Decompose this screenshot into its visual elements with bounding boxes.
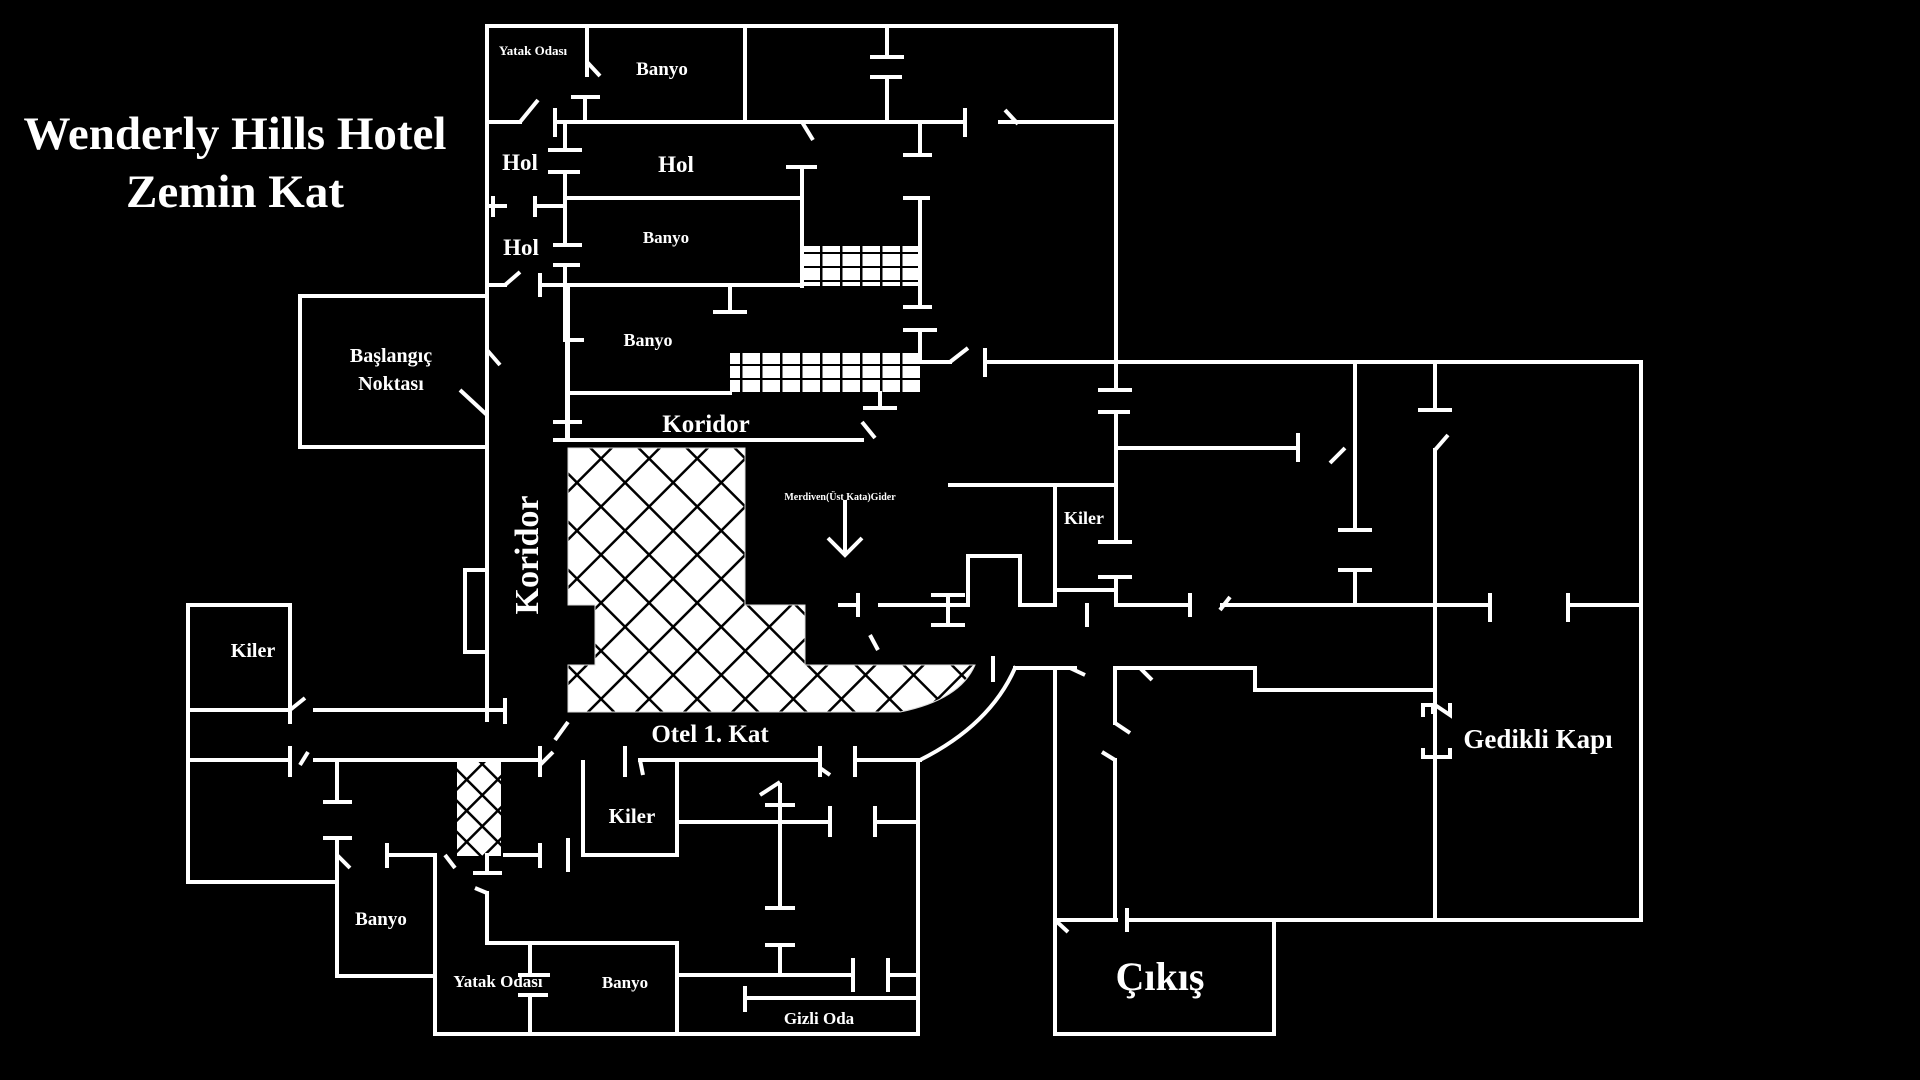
doors (288, 60, 1450, 934)
label-kiler-bottom: Kiler (609, 804, 656, 828)
label-koridor-vertical: Koridor (509, 496, 546, 615)
label-yatak-odasi-bottom: Yatak Odası (453, 972, 543, 991)
label-banyo-mid: Banyo (643, 228, 689, 247)
label-banyo-lower: Banyo (623, 330, 672, 350)
label-hol-left-2: Hol (503, 235, 539, 260)
label-cikis: Çıkış (1116, 954, 1205, 999)
label-baslangic-line1: Başlangıç (350, 345, 432, 367)
label-merdiven: Merdiven(Üst Kata)Gider (784, 490, 896, 503)
title-floor-name: Zemin Kat (125, 166, 345, 218)
stair-grid-upper (802, 246, 920, 286)
label-hol-center: Hol (658, 152, 694, 177)
label-baslangic-line2: Noktası (358, 373, 424, 395)
label-banyo-bottom-left: Banyo (355, 909, 407, 930)
label-gizli-oda: Gizli Oda (784, 1009, 855, 1028)
label-hol-left-1: Hol (502, 150, 538, 175)
stair-grid-lower (730, 353, 920, 393)
room-labels: Yatak Odası Banyo Hol Hol Banyo Hol Bany… (231, 43, 1613, 1028)
walls (186, 24, 1643, 1036)
label-yatak-odasi-top: Yatak Odası (499, 43, 568, 58)
label-banyo-bottom: Banyo (602, 973, 648, 992)
label-otel-1-kat: Otel 1. Kat (651, 721, 769, 748)
stairs-down-arrow-icon (826, 500, 864, 558)
label-gedikli-kapi: Gedikli Kapı (1463, 724, 1613, 754)
hatched-area-small (457, 762, 501, 856)
title-hotel-name: Wenderly Hills Hotel (23, 108, 447, 160)
label-kiler-left: Kiler (231, 640, 276, 662)
label-koridor-horizontal: Koridor (662, 411, 750, 438)
map-title: Wenderly Hills Hotel Zemin Kat (0, 105, 470, 221)
label-banyo-top: Banyo (636, 59, 688, 80)
hatched-area-central (567, 447, 976, 713)
label-kiler-right: Kiler (1064, 508, 1104, 528)
